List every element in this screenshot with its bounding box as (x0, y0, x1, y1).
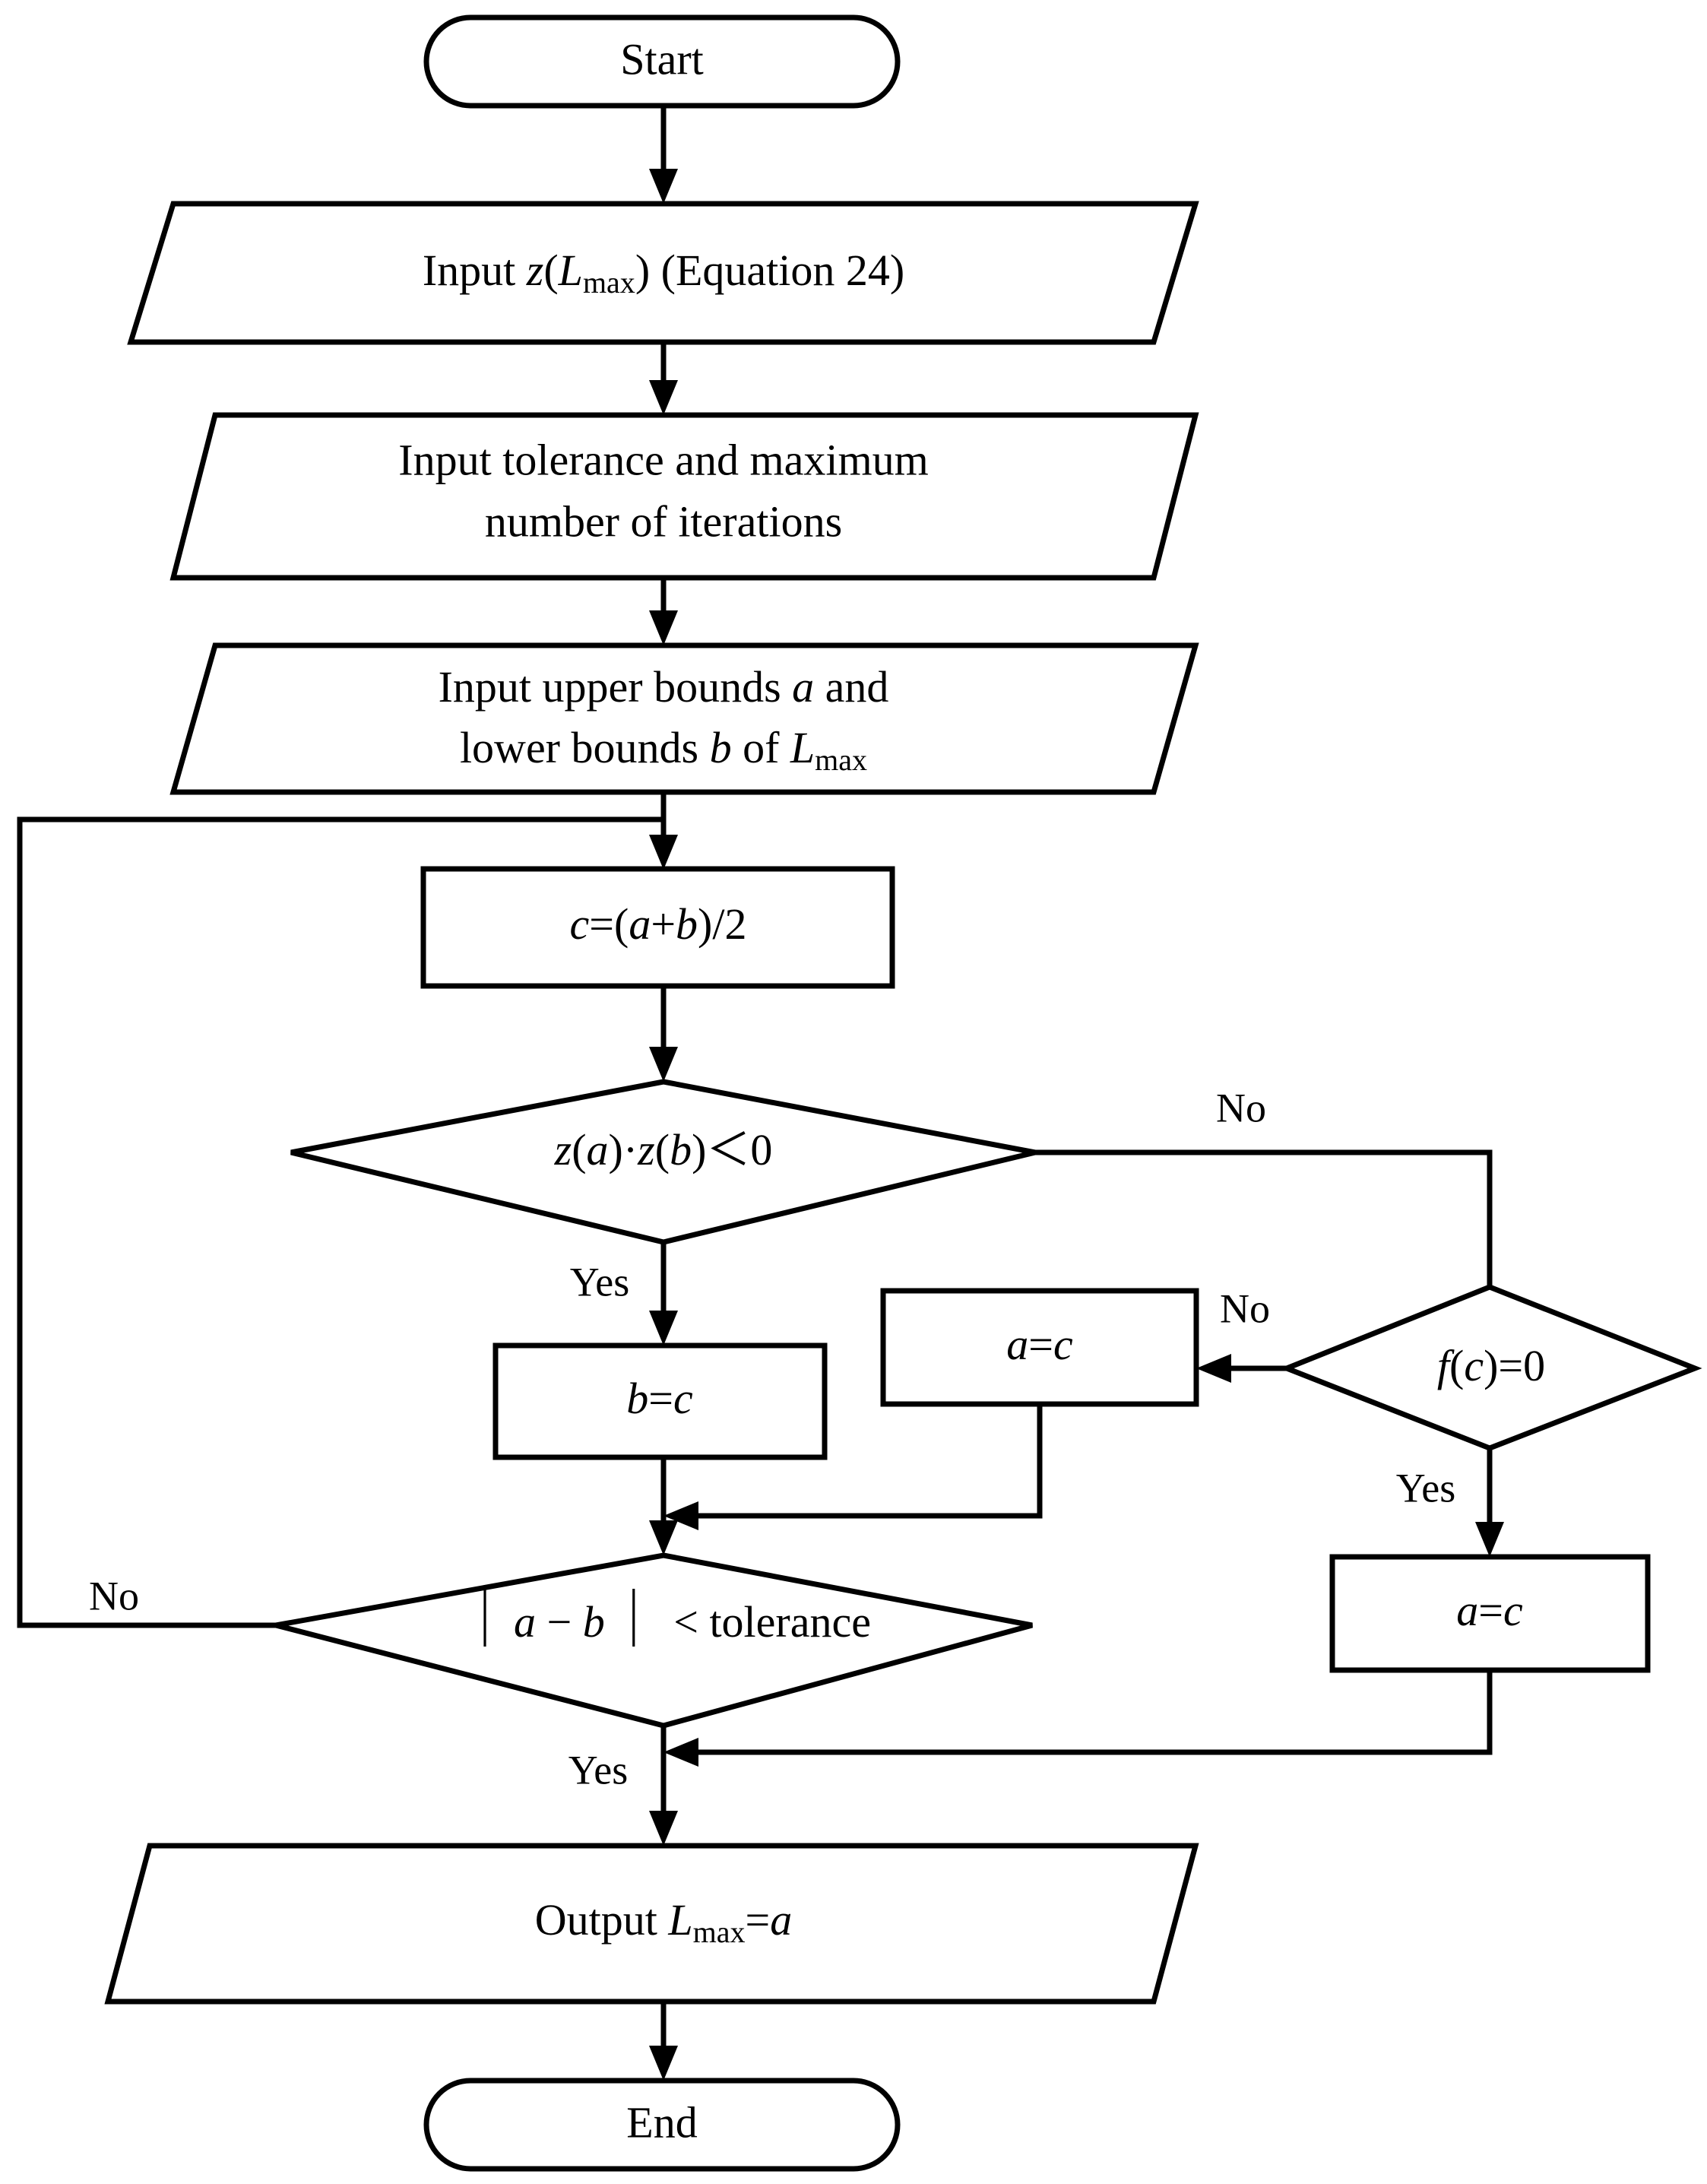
node-decision-fc[interactable]: f(c)=0 (1279, 1284, 1702, 1451)
decision-sign-diamond-shape (290, 1079, 1036, 1245)
node-assign-a-eq-c-lower[interactable]: a=c (1329, 1554, 1651, 1673)
arrowhead-fc-no-to-ac-upper (1196, 1354, 1231, 1383)
node-assign-a-eq-c-upper[interactable]: a=c (880, 1288, 1199, 1407)
compute-c-label: c=(a+b)/2 (570, 899, 747, 949)
arrowhead-inputbounds-to-computec (649, 835, 678, 870)
edge-label-fc-yes: Yes (1396, 1465, 1456, 1510)
connector-layer (17, 81, 1504, 2081)
edge-label-sign-yes: Yes (570, 1259, 630, 1304)
end-label: End (626, 2097, 697, 2147)
assign-a-eq-c-upper-label: a=c (1006, 1320, 1073, 1369)
arrowhead-sign-yes-to-bc (649, 1311, 678, 1346)
assign-b-eq-c-label: b=c (626, 1374, 693, 1423)
node-decision-tolerance[interactable]: ｜a − b｜ < tolerance (275, 1552, 1033, 1729)
arrowhead-tolerance-yes-to-output (649, 1811, 678, 1846)
connector-tolerance-no-feedback-loop (17, 816, 663, 1628)
node-start[interactable]: Start (423, 14, 901, 109)
output-parallelogram-shape (104, 1843, 1199, 2005)
input-z-parallelogram-shape (127, 201, 1199, 345)
node-compute-c[interactable]: c=(a+b)/2 (420, 866, 895, 989)
assign-a-eq-c-lower-label: a=c (1456, 1586, 1523, 1635)
node-input-bounds[interactable]: Input upper bounds a and lower bounds b … (169, 642, 1199, 795)
arrowhead-inputz-to-inputtol (649, 380, 678, 415)
start-terminator-shape (423, 14, 901, 109)
edge-label-layer: No Yes No Yes No Yes (89, 1085, 1455, 1793)
decision-fc-label: f(c)=0 (1437, 1341, 1545, 1390)
node-input-tolerance[interactable]: Input tolerance and maximum number of it… (169, 412, 1199, 581)
arrowhead-computec-to-decisionsign (649, 1047, 678, 1082)
arrowhead-fc-yes-to-ac-lower (1475, 1522, 1504, 1557)
edge-label-fc-no: No (1220, 1285, 1270, 1331)
output-label: Output Lmax=a (535, 1895, 792, 1949)
input-bounds-parallelogram-shape (169, 642, 1199, 795)
input-bounds-line2: lower bounds b of Lmax (460, 723, 867, 777)
input-z-label: Input z(Lmax) (Equation 24) (423, 246, 904, 300)
edge-label-tolerance-no: No (89, 1573, 139, 1618)
input-tolerance-line1: Input tolerance and maximum (398, 435, 928, 484)
compute-c-process-shape (420, 866, 895, 989)
arrowhead-output-to-end (649, 2046, 678, 2081)
connector-ac-lower-to-merge (686, 1670, 1493, 1755)
input-tolerance-line2: number of iterations (485, 496, 842, 546)
node-end[interactable]: End (423, 2078, 901, 2172)
assign-a-eq-c-lower-shape (1329, 1554, 1651, 1673)
node-assign-b-eq-c[interactable]: b=c (492, 1342, 828, 1460)
decision-tolerance-label: ｜a − b｜ < tolerance (456, 1589, 871, 1653)
node-input-z[interactable]: Input z(Lmax) (Equation 24) (127, 201, 1199, 345)
assign-a-eq-c-upper-shape (880, 1288, 1199, 1407)
decision-tolerance-diamond-shape (275, 1552, 1033, 1729)
decision-fc-diamond-shape (1279, 1284, 1702, 1451)
connector-sign-no-to-fc (1035, 1149, 1493, 1338)
start-label: Start (620, 34, 704, 84)
arrowhead-bc-to-tolerance (649, 1520, 678, 1555)
arrowhead-start-to-input-z (649, 169, 678, 204)
arrowhead-ac-lower-to-merge (663, 1738, 698, 1767)
node-output[interactable]: Output Lmax=a (104, 1843, 1199, 2005)
assign-b-eq-c-shape (492, 1342, 828, 1460)
edge-label-tolerance-yes: Yes (568, 1747, 629, 1793)
connector-ac-upper-to-merge (686, 1404, 1043, 1519)
arrowhead-inputtol-to-inputbounds (649, 610, 678, 645)
node-decision-sign[interactable]: z(a)·z(b)＜0 (290, 1079, 1036, 1245)
arrowhead-ac-upper-to-merge (663, 1501, 698, 1530)
decision-sign-label: z(a)·z(b)＜0 (554, 1125, 773, 1174)
input-tolerance-parallelogram-shape (169, 412, 1199, 581)
input-bounds-line1: Input upper bounds a and (439, 662, 889, 712)
end-terminator-shape (423, 2078, 901, 2172)
edge-label-sign-no: No (1216, 1085, 1266, 1130)
